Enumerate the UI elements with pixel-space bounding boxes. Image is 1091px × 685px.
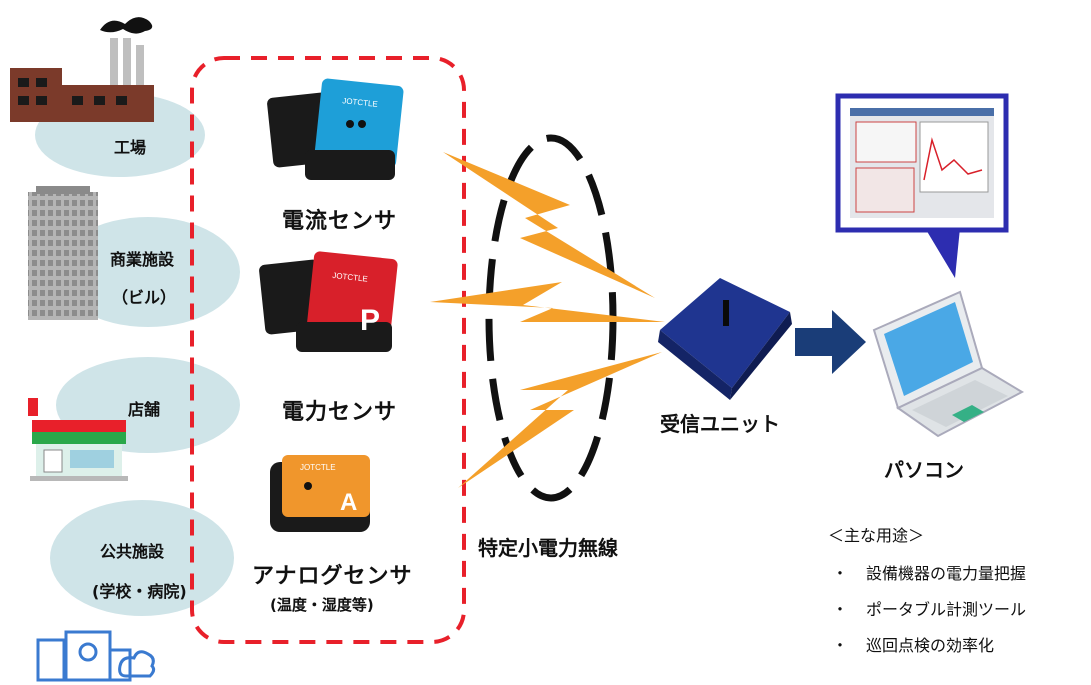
sensor-label-current: 電流センサ [282,209,398,234]
uses-bullet-2: ・ [832,600,849,619]
analog-sensor-device: A JOTCTLE [270,455,370,532]
wireless-signal-bolt-1 [443,152,655,298]
receiver-label: 受信ユニット [660,412,780,436]
location-label-store: 店舗 [128,400,161,419]
wireless-signal-bolt-3 [458,352,662,488]
location-label-commercial: 商業施設 [110,250,175,269]
uses-item-2: ポータブル計測ツール [866,600,1027,619]
power-sensor-device: P JOTCTLE [259,251,398,352]
school-icon [36,630,156,682]
current-sensor-device-label: JOTCTLE [342,96,378,109]
current-sensor-device: JOTCTLE [267,78,404,180]
sensor-sublabel-analog: (温度・湿度等) [270,596,374,614]
uses-item-1: 設備機器の電力量把握 [866,564,1027,583]
power-sensor-device-label: JOTCTLE [332,271,368,284]
analog-sensor-device-label: JOTCTLE [300,463,336,472]
sensor-label-power: 電力センサ [282,400,398,425]
sensor-group-dashed-box [190,56,466,644]
data-flow-arrow [795,310,866,374]
wireless-label: 特定小電力無線 [478,536,618,560]
location-label-factory: 工場 [114,138,147,157]
computer-label: パソコン [884,458,964,482]
uses-bullet-3: ・ [832,636,849,655]
sensor-label-analog: アナログセンサ [252,564,413,589]
uses-item-3: 巡回点検の効率化 [866,636,995,655]
factory-icon [10,17,154,122]
location-sublabel-public: (学校・病院) [92,582,187,601]
svg-text:A: A [340,489,357,516]
location-sublabel-commercial: （ビル） [112,288,177,307]
uses-title: ＜主な用途＞ [828,526,925,545]
location-label-public: 公共施設 [100,542,165,561]
receiver-unit-device [658,278,792,400]
location-ellipse-commercial [56,217,240,327]
wireless-signal-bolt-2 [430,282,665,322]
location-ellipse-public [50,500,234,616]
svg-text:P: P [360,304,380,337]
laptop-icon [872,290,1025,438]
store-icon [28,398,128,481]
uses-bullet-1: ・ [832,564,849,583]
office-building-icon [28,186,98,320]
screen-callout [835,93,1009,278]
